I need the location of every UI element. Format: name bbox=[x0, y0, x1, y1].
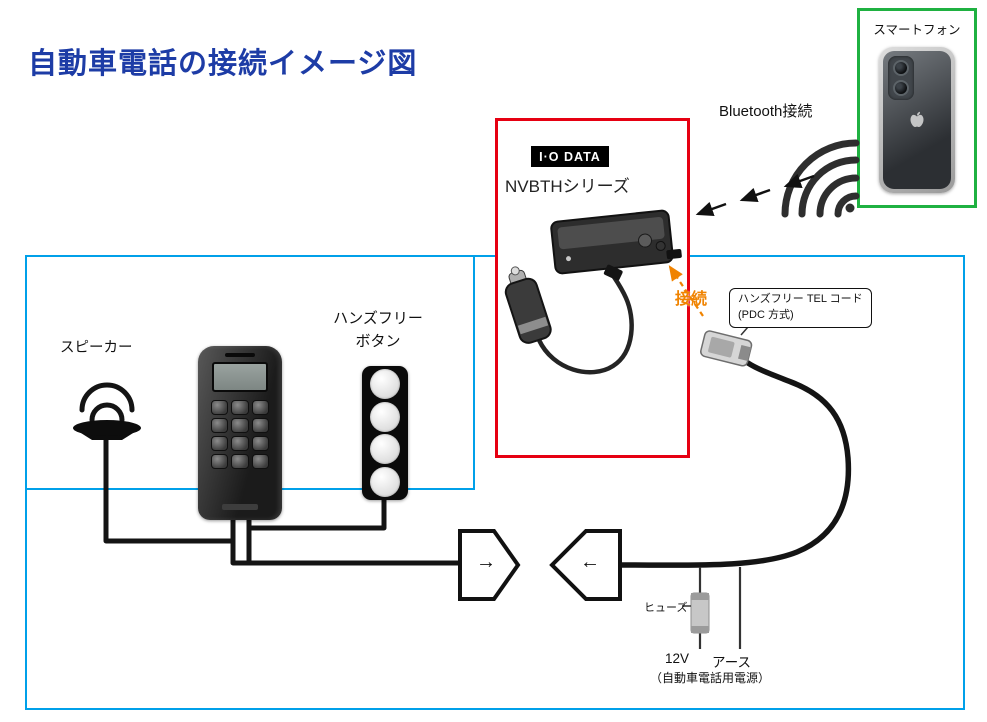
ground-label: アース bbox=[712, 655, 752, 670]
handsfree-button bbox=[370, 434, 400, 465]
camera-module bbox=[888, 56, 914, 100]
apple-logo-icon bbox=[910, 111, 924, 127]
smartphone-label: スマートフォン bbox=[873, 23, 961, 37]
keypad-button bbox=[251, 400, 269, 415]
connector2-arrow-label: ← bbox=[580, 551, 600, 573]
power-note: （自動車電話用電源） bbox=[650, 671, 771, 685]
keypad-button bbox=[251, 454, 269, 469]
pdc-label-line2: (PDC 方式) bbox=[738, 308, 794, 321]
camera-lens-icon bbox=[893, 80, 909, 96]
connector1-arrow-label: → bbox=[476, 551, 496, 573]
keypad-button bbox=[231, 418, 249, 433]
power-label: 12V bbox=[665, 651, 690, 666]
handsfree-button bbox=[370, 401, 400, 432]
keypad-button bbox=[251, 418, 269, 433]
speaker-label: スピーカー bbox=[60, 340, 133, 356]
keypad-button bbox=[211, 418, 229, 433]
keypad-button bbox=[211, 454, 229, 469]
handsfree-button bbox=[370, 467, 400, 498]
handsfree-button bbox=[370, 368, 400, 399]
pdc-label-box: ハンズフリー TEL コード (PDC 方式) bbox=[729, 288, 872, 328]
handsfree-label-line2: ボタン bbox=[355, 332, 401, 350]
nvbth-box bbox=[495, 118, 690, 458]
camera-lens-icon bbox=[893, 60, 909, 76]
bluetooth-arrows-icon bbox=[695, 173, 815, 217]
iodata-logo: I·O DATA bbox=[531, 146, 609, 167]
bluetooth-connection-label: Bluetooth接続 bbox=[719, 103, 813, 120]
nvbth-series-label: NVBTHシリーズ bbox=[505, 177, 630, 196]
keypad-button bbox=[231, 436, 249, 451]
keypad-button bbox=[231, 454, 249, 469]
fuse-label: ヒューズ bbox=[644, 602, 688, 614]
handsfree-button-label: ハンズフリー ボタン bbox=[316, 308, 440, 353]
page-title: 自動車電話の接続イメージ図 bbox=[28, 48, 418, 80]
keypad-button bbox=[231, 400, 249, 415]
pdc-label-line1: ハンズフリー TEL コード bbox=[738, 293, 863, 305]
smartphone-back bbox=[883, 51, 951, 189]
earpiece-icon bbox=[225, 353, 255, 357]
bluetooth-waves-icon bbox=[781, 139, 860, 218]
smartphone-box: スマートフォン bbox=[857, 8, 977, 208]
keypad-button bbox=[211, 400, 229, 415]
handsfree-label-line1: ハンズフリー bbox=[333, 310, 423, 327]
speaker-icon bbox=[73, 382, 141, 440]
handset-body bbox=[198, 346, 282, 520]
handset-image bbox=[198, 346, 282, 520]
brand-area bbox=[222, 504, 258, 510]
keypad-button bbox=[211, 436, 229, 451]
handset-screen bbox=[212, 362, 268, 392]
handsfree-button-panel bbox=[362, 366, 408, 500]
handset-keypad bbox=[211, 400, 269, 469]
bluetooth-waves-dot bbox=[845, 203, 855, 213]
smartphone-image bbox=[879, 47, 955, 193]
keypad-button bbox=[251, 436, 269, 451]
connect-label: 接続 bbox=[675, 291, 708, 308]
